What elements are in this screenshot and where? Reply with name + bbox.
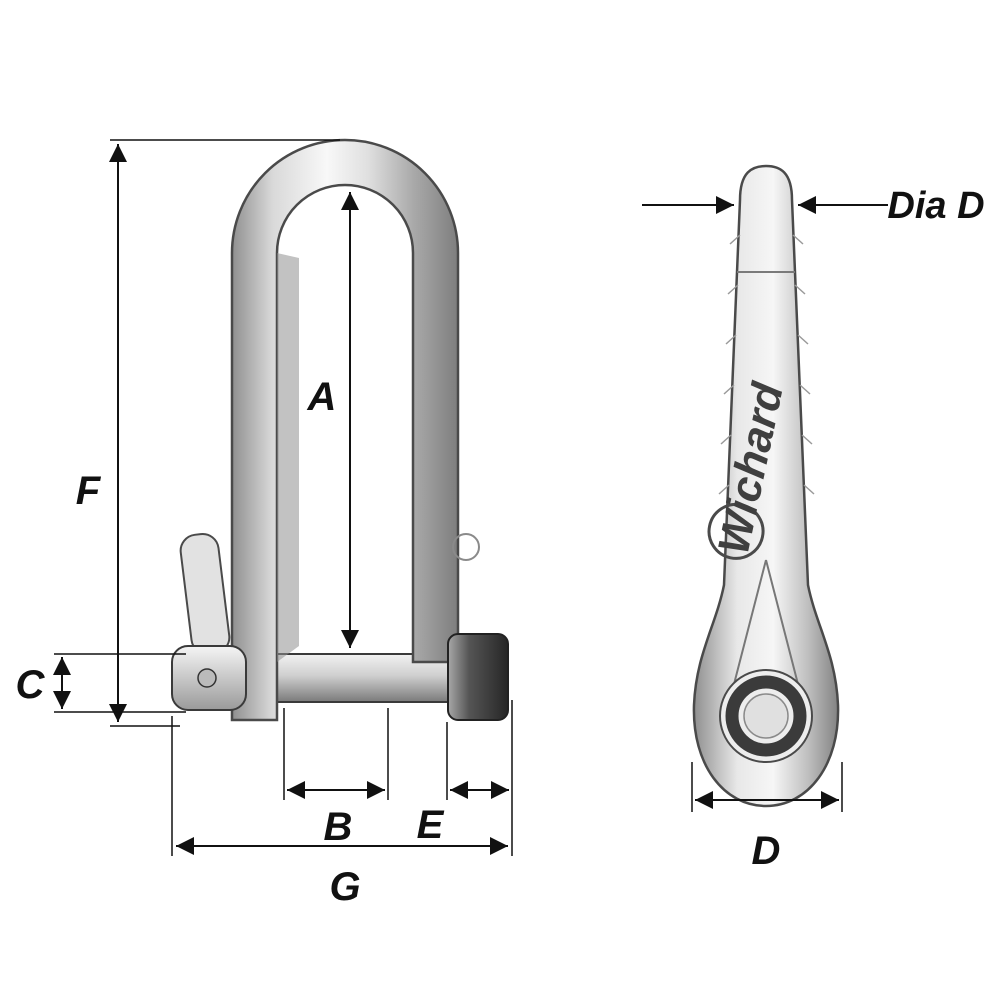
edge-hatching-left (718, 234, 741, 495)
dim-B-label: B (324, 805, 353, 849)
dimension-F: F (76, 139, 340, 727)
dimension-dia-d: Dia D (642, 185, 985, 227)
dim-F-label: F (76, 469, 102, 513)
dimension-B: B (283, 708, 389, 849)
dimension-C: C (16, 653, 186, 713)
eye-hole (743, 693, 789, 739)
dim-E-label: E (417, 803, 445, 847)
pin-cap-detail (197, 668, 217, 688)
dim-diaD-label: Dia D (887, 185, 984, 227)
bow-inner-shadow (277, 253, 299, 662)
eye-dark-ring (725, 675, 807, 757)
front-view (171, 138, 509, 722)
dimension-E: E (417, 722, 509, 847)
brand-w-circle (707, 502, 765, 560)
dim-D-label: D (752, 829, 781, 873)
dimension-annotations: F C A B E (16, 139, 985, 909)
dim-A-label: A (307, 375, 337, 419)
keypin-head (447, 633, 509, 721)
edge-hatching-right (792, 234, 815, 495)
keypin-pull-tab (179, 532, 231, 656)
dim-G-label: G (329, 865, 360, 909)
side-view: Wichard (692, 164, 840, 808)
side-body (692, 164, 840, 808)
brand-stamp-circle (452, 533, 480, 561)
strap-fold-lines (732, 559, 800, 689)
dimension-D: D (691, 762, 843, 873)
dimension-G: G (171, 700, 513, 909)
dim-C-label: C (16, 663, 46, 707)
shackle-bow (230, 138, 460, 722)
dimension-A: A (307, 192, 359, 648)
